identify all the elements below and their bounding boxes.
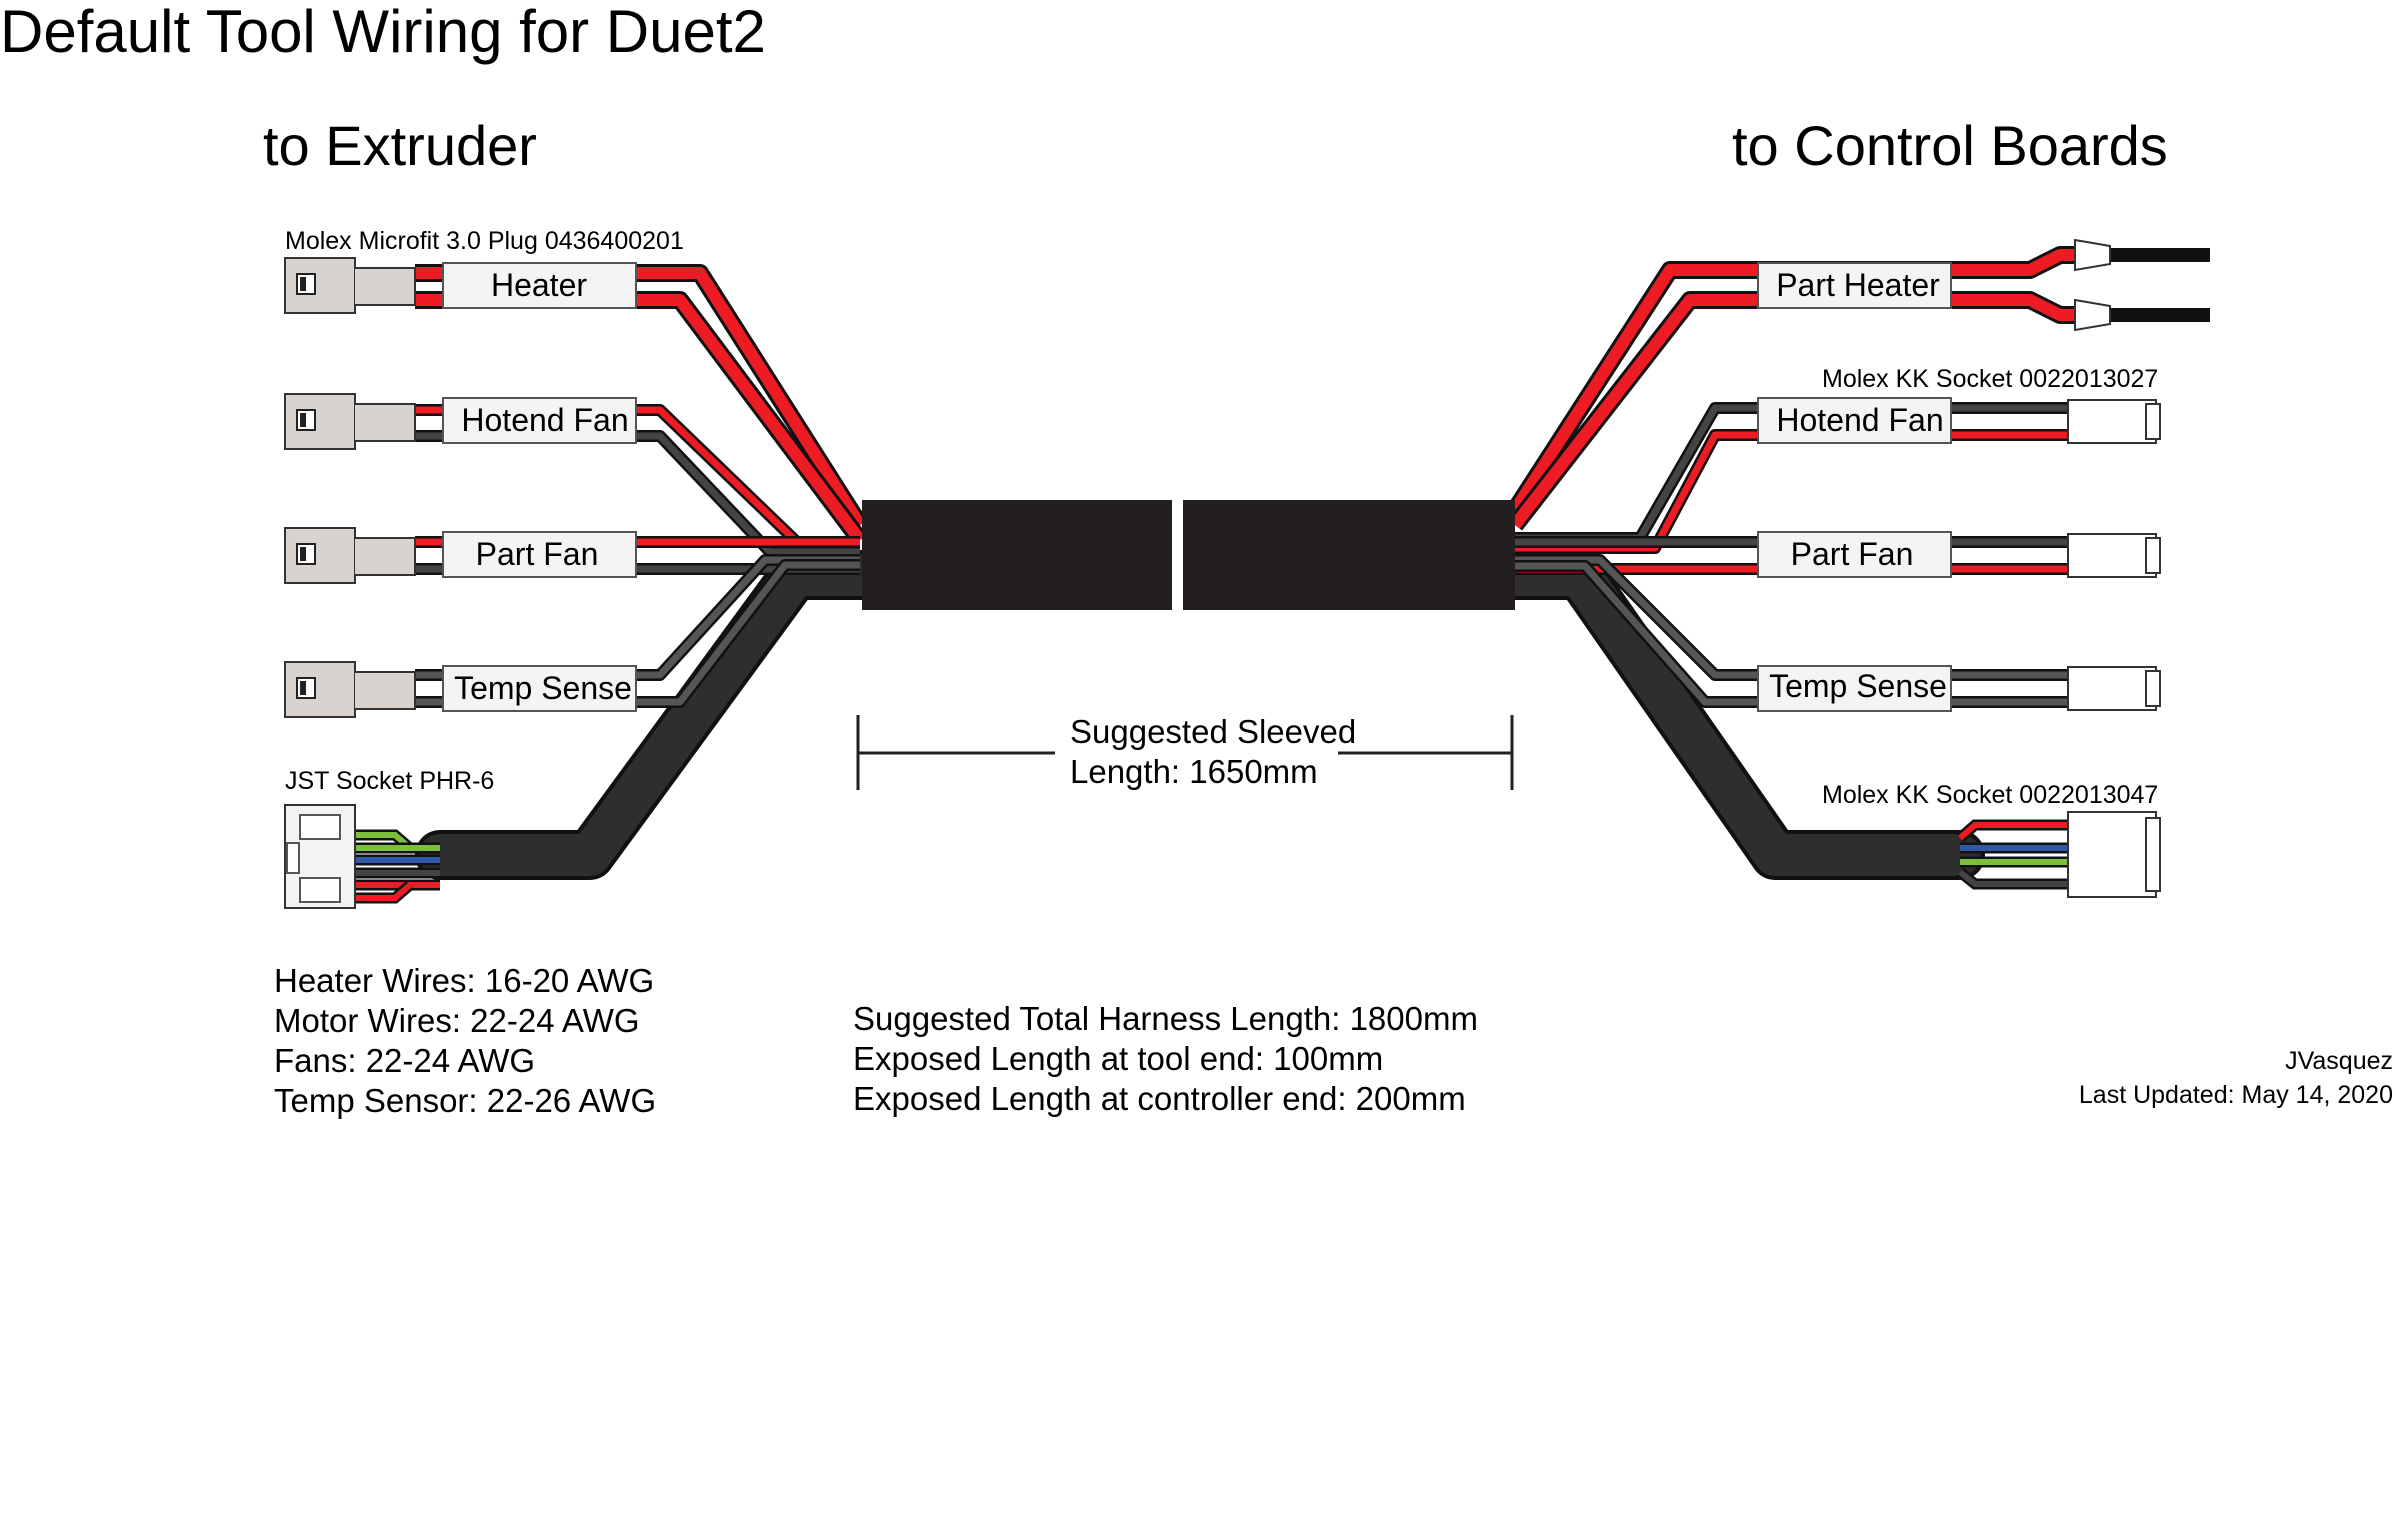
length-note: Exposed Length at controller end: 200mm — [853, 1080, 1466, 1117]
last-updated: Last Updated: May 14, 2020 — [2079, 1081, 2393, 1109]
label-temp-sense-right: Temp Sense — [1769, 668, 1947, 704]
author: JVasquez — [2285, 1047, 2393, 1075]
label-part-fan-right: Part Fan — [1791, 536, 1914, 572]
page-title: Default Tool Wiring for Duet2 — [0, 0, 766, 65]
motor-cable-right — [1490, 550, 1985, 880]
wire-gauge-notes: Heater Wires: 16-20 AWG Motor Wires: 22-… — [274, 962, 656, 1119]
kk-socket — [2067, 399, 2161, 444]
motor-cable-left — [415, 550, 890, 880]
microfit-part-label: Molex Microfit 3.0 Plug 0436400201 — [285, 227, 684, 255]
microfit-connector — [284, 393, 416, 450]
sleeve-dimension — [856, 715, 1514, 790]
gauge-note: Temp Sensor: 22-26 AWG — [274, 1082, 656, 1119]
label-temp-sense-left: Temp Sense — [454, 670, 632, 706]
microfit-connector — [284, 257, 416, 314]
sleeve-note-line2: Length: 1650mm — [1070, 753, 1318, 790]
jst-socket — [284, 804, 440, 909]
microfit-connector — [284, 661, 416, 718]
left-wires — [415, 264, 868, 708]
label-part-fan-left: Part Fan — [476, 536, 599, 572]
microfit-connectors — [284, 257, 416, 718]
ferrules — [2074, 238, 2210, 332]
length-notes: Suggested Total Harness Length: 1800mm E… — [853, 1000, 1478, 1117]
kk-socket — [2067, 666, 2161, 711]
kk3-sockets — [2067, 399, 2161, 711]
right-heading: to Control Boards — [1732, 114, 2168, 177]
sleeve-right — [1183, 500, 1515, 610]
left-wire-labels: Heater Hotend Fan Part Fan Temp Sense — [442, 262, 637, 712]
jst-part-label: JST Socket PHR-6 — [285, 767, 494, 795]
gauge-note: Motor Wires: 22-24 AWG — [274, 1002, 640, 1039]
kk4-socket — [1956, 811, 2161, 898]
kk4-part-label: Molex KK Socket 0022013047 — [1822, 781, 2158, 809]
label-hotend-fan-left: Hotend Fan — [461, 402, 628, 438]
gauge-note: Fans: 22-24 AWG — [274, 1042, 535, 1079]
kk-socket — [2067, 533, 2161, 578]
length-note: Exposed Length at tool end: 100mm — [853, 1040, 1383, 1077]
label-heater: Heater — [491, 267, 587, 303]
left-heading: to Extruder — [263, 114, 537, 177]
sleeve-left — [862, 500, 1172, 610]
right-wire-labels: Part Heater Hotend Fan Part Fan Temp Sen… — [1757, 262, 1952, 712]
sleeve-note-line1: Suggested Sleeved — [1070, 713, 1356, 750]
label-part-heater: Part Heater — [1776, 267, 1940, 303]
gauge-note: Heater Wires: 16-20 AWG — [274, 962, 654, 999]
microfit-connector — [284, 527, 416, 584]
label-hotend-fan-right: Hotend Fan — [1776, 402, 1943, 438]
length-note: Suggested Total Harness Length: 1800mm — [853, 1000, 1478, 1037]
kk3-part-label: Molex KK Socket 0022013027 — [1822, 365, 2158, 393]
